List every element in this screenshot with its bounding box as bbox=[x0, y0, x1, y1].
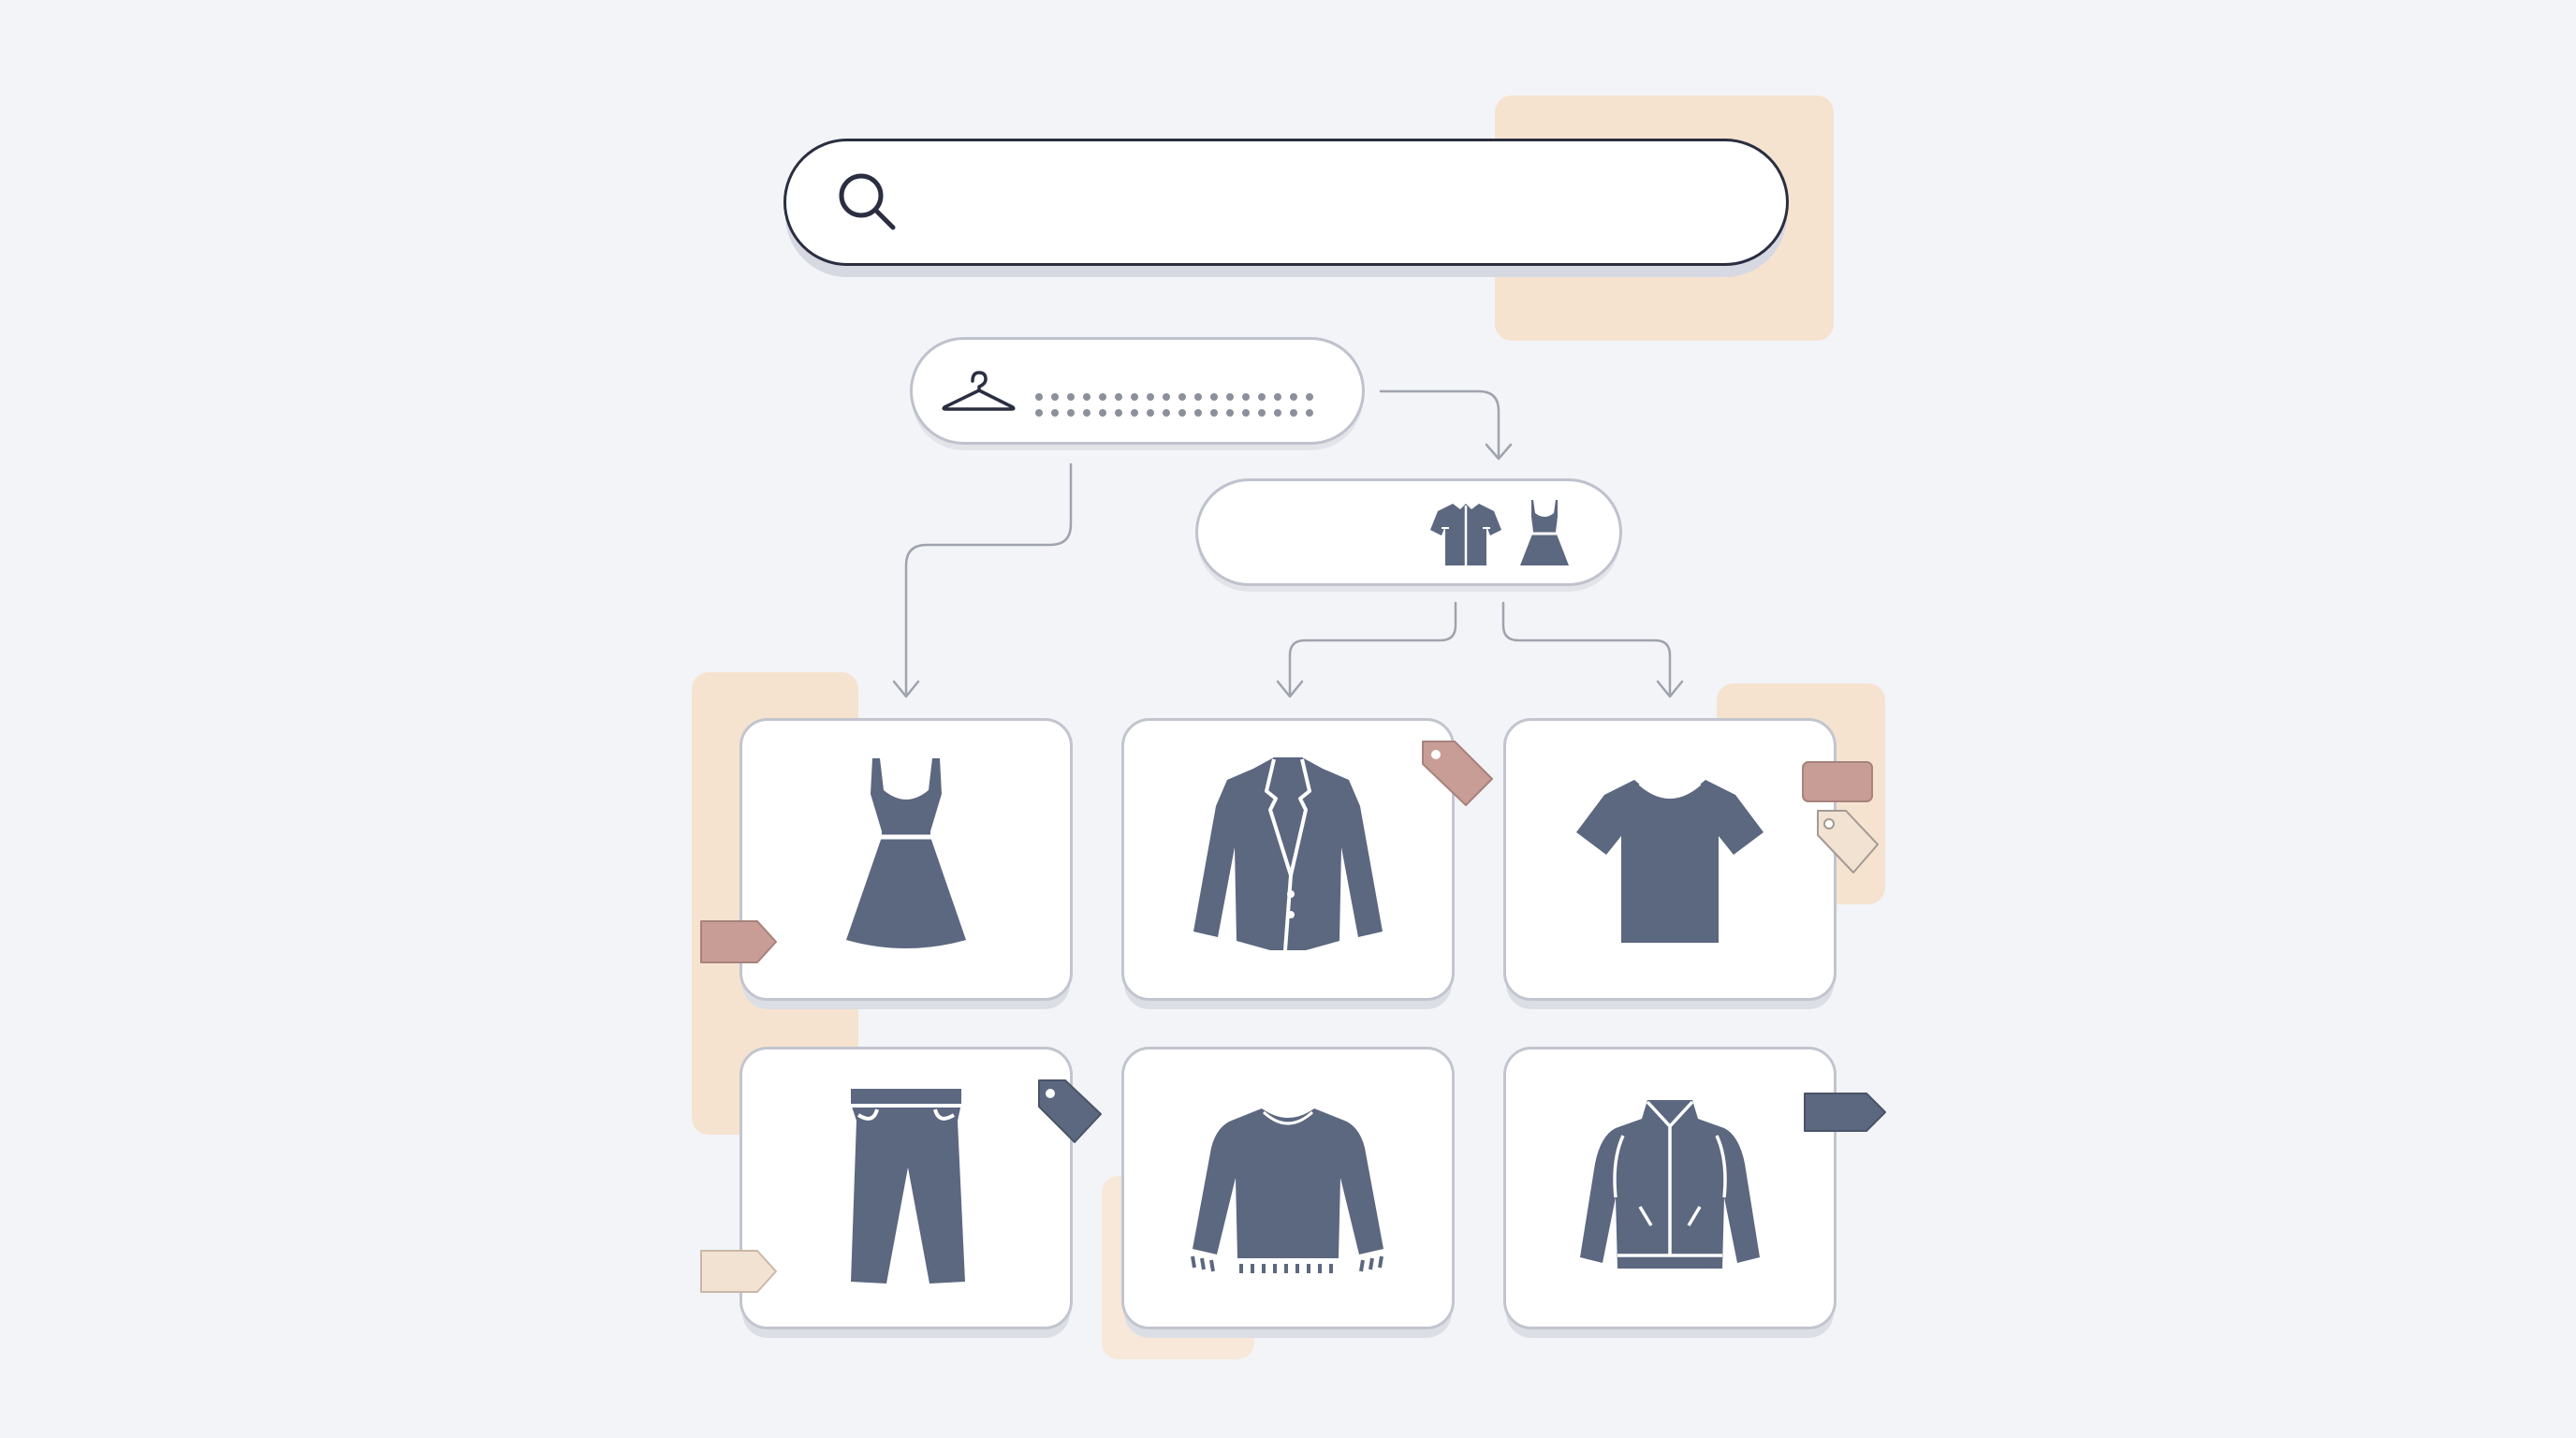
dress-icon bbox=[846, 758, 966, 948]
product-card-bomber-jacket[interactable] bbox=[1503, 1047, 1837, 1329]
product-card-sweater[interactable] bbox=[1121, 1047, 1455, 1329]
blazer-icon bbox=[1193, 757, 1383, 951]
product-card-pants[interactable] bbox=[739, 1047, 1073, 1329]
price-tag-icon bbox=[700, 1250, 777, 1293]
price-tag-icon bbox=[1422, 741, 1493, 806]
search-bar[interactable] bbox=[783, 139, 1789, 266]
tshirt-icon bbox=[1576, 780, 1764, 943]
typing-dots bbox=[1035, 393, 1313, 417]
search-input[interactable] bbox=[925, 173, 1749, 231]
product-card-tshirt[interactable] bbox=[1503, 718, 1837, 1001]
refine-filter-pill[interactable] bbox=[1195, 478, 1622, 586]
category-filter-pill[interactable] bbox=[910, 337, 1365, 445]
price-tag-icon bbox=[1817, 810, 1879, 873]
price-tag-icon bbox=[1804, 1093, 1886, 1132]
price-tag-icon bbox=[700, 920, 777, 963]
hanger-icon bbox=[942, 371, 1016, 411]
sweater-icon bbox=[1191, 1108, 1383, 1273]
product-card-blazer[interactable] bbox=[1121, 718, 1455, 1001]
product-card-dress[interactable] bbox=[739, 718, 1073, 1001]
price-tag-icon bbox=[1802, 761, 1873, 802]
price-tag-icon bbox=[1038, 1079, 1102, 1143]
search-icon bbox=[839, 173, 896, 230]
shirt-icon bbox=[1430, 504, 1501, 565]
bomber-jacket-icon bbox=[1580, 1100, 1760, 1269]
dress-icon bbox=[1520, 500, 1569, 565]
pants-icon bbox=[851, 1089, 965, 1284]
